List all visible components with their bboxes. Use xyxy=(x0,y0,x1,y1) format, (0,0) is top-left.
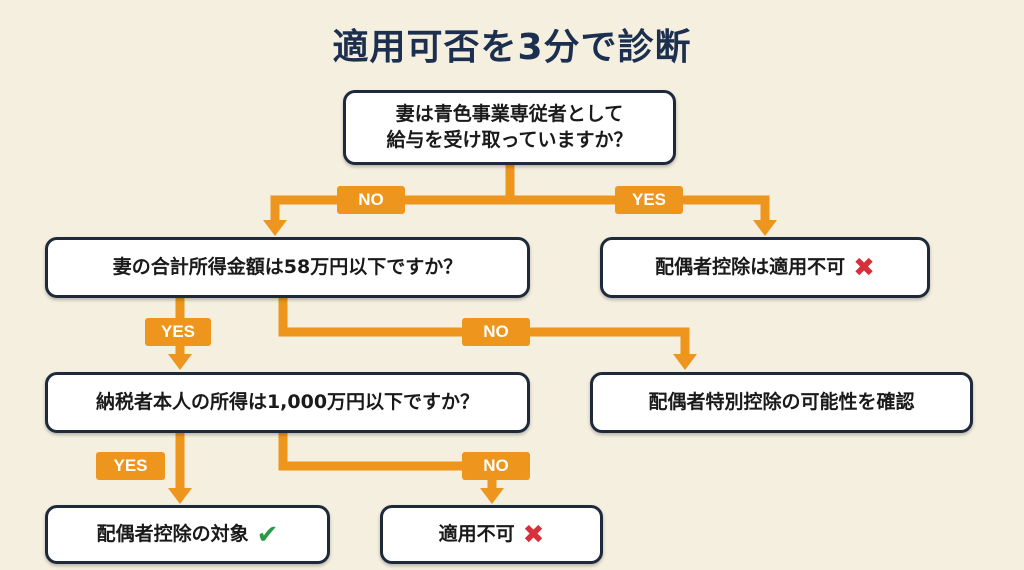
label-yes: YES xyxy=(145,318,211,346)
cross-icon: ✖ xyxy=(853,252,875,283)
question-line-1: 妻は青色事業専従者として xyxy=(395,102,624,125)
arrowhead xyxy=(753,220,777,236)
connector-q1-yes xyxy=(510,195,770,222)
arrowhead xyxy=(673,354,697,370)
cross-icon: ✖ xyxy=(522,519,545,550)
connector-q3-no xyxy=(278,432,497,490)
result-special-deduction: 配偶者特別控除の可能性を確認 xyxy=(590,372,973,433)
arrowhead xyxy=(168,354,192,370)
connector-q1-no xyxy=(270,195,510,222)
result-text: 配偶者控除は適用不可 xyxy=(655,255,846,278)
question-line-2: 給与を受け取っていますか？ xyxy=(386,128,633,151)
question-taxpayer-income: 納税者本人の所得は1,000万円以下ですか？ xyxy=(45,372,530,433)
question-spouse-employee: 妻は青色事業専従者として 給与を受け取っていますか？ xyxy=(343,90,676,165)
question-spouse-income: 妻の合計所得金額は58万円以下ですか？ xyxy=(45,237,530,298)
page-title: 適用可否を3分で診断 xyxy=(332,27,692,68)
result-text: 適用不可 xyxy=(438,522,515,545)
result-eligible: 配偶者控除の対象 ✔ xyxy=(45,505,330,564)
label-yes: YES xyxy=(615,186,683,214)
label-no: NO xyxy=(462,452,530,480)
label-no: NO xyxy=(337,186,405,214)
label-no: NO xyxy=(462,318,530,346)
result-not-applicable: 配偶者控除は適用不可 ✖ xyxy=(600,237,930,298)
result-not-applicable-2: 適用不可 ✖ xyxy=(380,505,603,564)
arrowhead xyxy=(168,488,192,504)
check-icon: ✔ xyxy=(256,519,279,550)
label-yes: YES xyxy=(96,452,165,480)
arrowhead xyxy=(480,488,504,504)
result-text: 配偶者控除の対象 xyxy=(96,522,249,545)
arrowhead xyxy=(263,220,287,236)
